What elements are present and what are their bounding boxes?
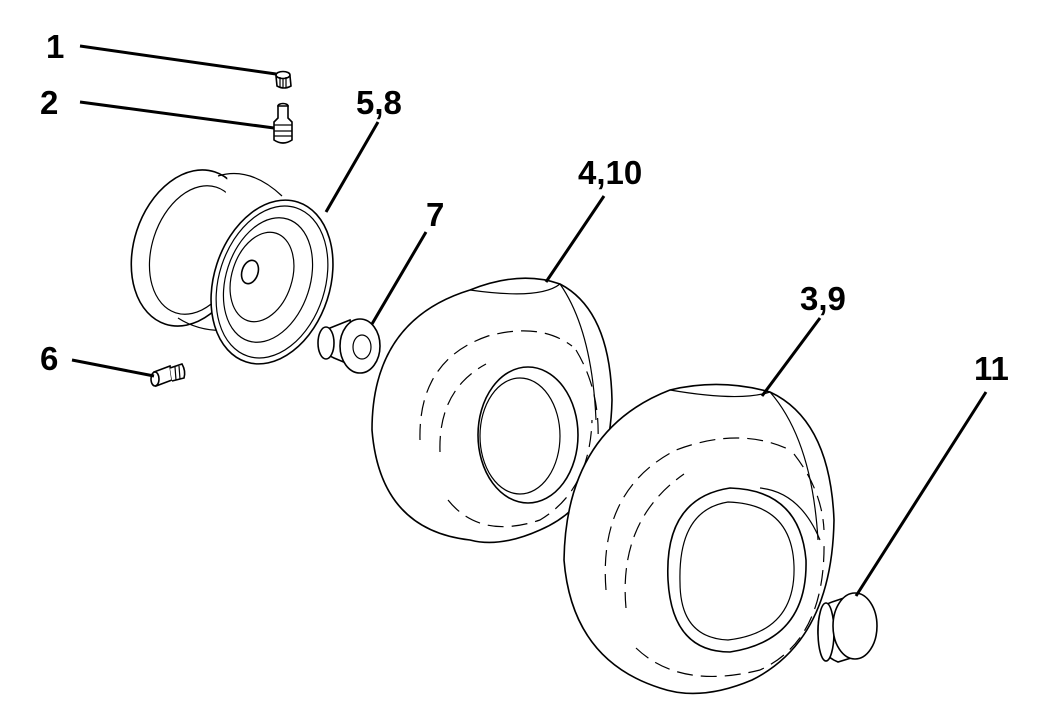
- leader-3-9: [760, 317, 822, 397]
- callout-4-10: 4,10: [578, 154, 643, 191]
- callout-11: 11: [974, 350, 1009, 387]
- leader-lines: [71, 44, 988, 597]
- leader-4-10: [544, 195, 606, 283]
- valve-cap-part: [275, 70, 292, 89]
- front-tire-part: [371, 277, 613, 544]
- leader-11: [854, 391, 988, 597]
- callout-2: 2: [40, 84, 59, 121]
- callout-3-9: 3,9: [800, 280, 846, 317]
- leader-1: [79, 44, 277, 76]
- wheel-rim-part: [130, 169, 334, 365]
- bolt-part: [150, 363, 186, 388]
- rear-tire-part: [563, 383, 835, 695]
- hub-sleeve-part: [817, 592, 878, 663]
- valve-stem-part: [273, 102, 293, 144]
- callout-5-8: 5,8: [356, 84, 402, 121]
- leader-6: [71, 358, 155, 378]
- callout-7: 7: [426, 196, 445, 233]
- callout-1: 1: [46, 28, 65, 65]
- bushing-part: [317, 318, 381, 374]
- leader-2: [79, 100, 275, 130]
- callout-6: 6: [40, 340, 59, 377]
- leader-7: [370, 231, 428, 325]
- leader-5-8: [324, 121, 380, 213]
